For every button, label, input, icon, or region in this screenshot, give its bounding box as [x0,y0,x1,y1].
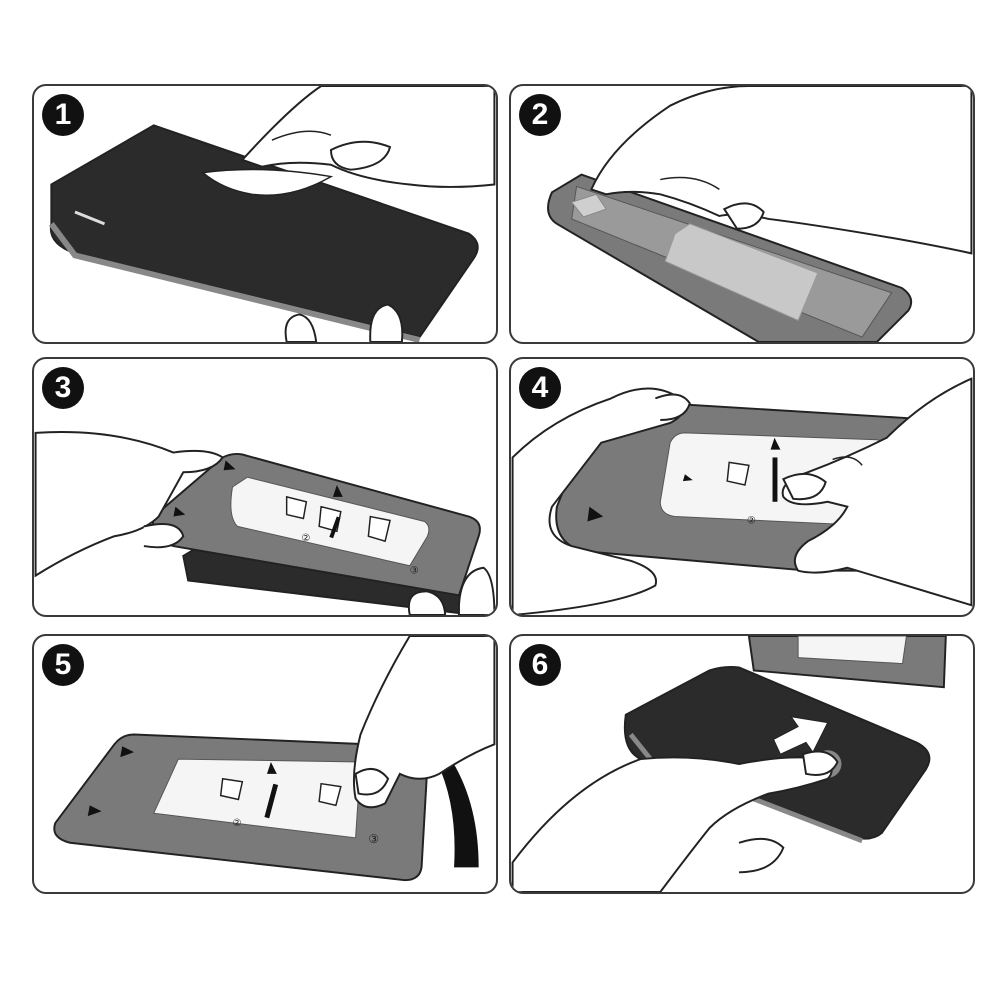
discarded-protector-tray [747,636,947,689]
step-number-badge: 2 [519,94,561,136]
sticker-tab-number-2: ② [233,818,242,829]
step-panel-4: 4 ② [509,357,975,617]
hand-peeling-film [352,636,496,809]
press-protector-illustration [511,636,947,892]
hand-pressing [590,86,973,255]
alignment-triangle-icon [173,506,186,517]
step-number-badge: 3 [42,367,84,409]
hand-wiping [240,86,496,188]
hand-left [511,387,691,615]
dust-removal-sticker [570,193,819,321]
slide-right-arrow-icon [772,716,829,755]
step-number-badge: 6 [519,644,561,686]
step-panel-3: 3 ② ③ [32,357,498,617]
curved-lift-arrow-icon [390,704,479,868]
sticker-instruction-icons [219,762,342,819]
wipe-screen-illustration [48,86,496,342]
hand-right-peeling [781,377,973,607]
sticker-tab-number-3: ③ [368,832,379,846]
remove-top-film-illustration: ② ③ [53,636,496,882]
hand-left [34,431,225,578]
step-number-badge: 5 [42,644,84,686]
dust-removal-illustration [547,86,973,342]
step-number-badge: 4 [519,367,561,409]
hand-pressing [511,750,839,892]
sticker-tab-number-3: ③ [410,566,419,577]
phone [48,124,479,342]
align-protector-illustration: ② ③ [34,431,496,615]
step-number-badge: 1 [42,94,84,136]
step-panel-5: 5 ② ③ [32,634,498,894]
cleaning-cloth [201,168,334,196]
hand-right [407,566,496,615]
sticker-tab-number-2: ② [747,515,756,526]
step-panel-2: 2 [509,84,975,344]
screen-protector [53,733,429,882]
peel-sticker-2-illustration: ② [511,377,973,615]
hand-holding-phone [284,303,404,342]
step-panel-1: 1 [32,84,498,344]
sticker-instruction-icons [285,485,391,543]
step-panel-6: 6 [509,634,975,894]
sticker-tab-number-2: ② [301,533,310,544]
